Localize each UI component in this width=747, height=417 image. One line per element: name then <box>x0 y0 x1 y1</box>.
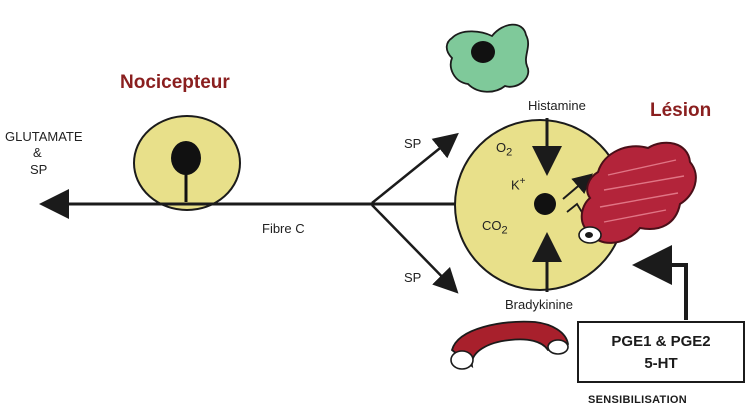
mediators-box: PGE1 & PGE2 5-HT <box>577 321 745 383</box>
mediators-line1: PGE1 & PGE2 <box>579 333 743 350</box>
nocicepteur-title: Nocicepteur <box>120 72 230 94</box>
sensibilisation-label: SENSIBILISATION <box>588 394 687 406</box>
glutamate-label-line1: GLUTAMATE <box>5 129 83 144</box>
o2-label: O2 <box>496 140 512 159</box>
sensitization-arrow <box>640 265 686 320</box>
glutamate-label-line2: & <box>33 145 42 160</box>
sp-top-label: SP <box>404 136 421 151</box>
blood-vessel-icon <box>451 322 568 369</box>
co2-label: CO2 <box>482 218 508 237</box>
bradykinine-label: Bradykinine <box>505 297 573 312</box>
terminal-nucleus <box>534 193 556 215</box>
glutamate-label-line3: SP <box>30 162 47 177</box>
k-label: K+ <box>511 176 526 192</box>
mediators-line2: 5-HT <box>579 355 743 372</box>
fibre-c-label: Fibre C <box>262 221 305 236</box>
nociceptor-nucleus <box>171 141 201 175</box>
histamine-label: Histamine <box>528 98 586 113</box>
lesion-title: Lésion <box>650 100 711 122</box>
sp-bottom-label: SP <box>404 270 421 285</box>
mast-cell-icon <box>447 25 529 92</box>
